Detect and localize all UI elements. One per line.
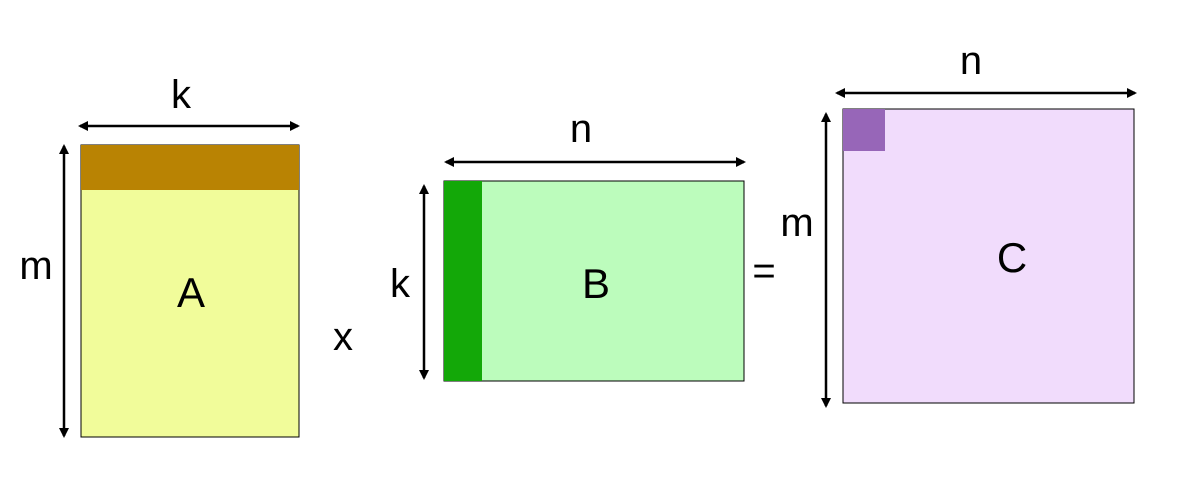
matrix-b: B n k (390, 107, 746, 382)
matrix-a-label: A (177, 269, 205, 316)
matrix-a: A k m (19, 73, 300, 438)
matrix-a-row-highlight (81, 145, 299, 190)
matrix-c-width-label: n (960, 39, 982, 83)
matrix-c-cell-highlight (843, 109, 885, 151)
matrix-c: C n m (780, 39, 1137, 408)
matrix-a-height-label: m (19, 244, 52, 288)
matrix-c-body (842, 108, 1135, 404)
matrix-b-height-label: k (390, 262, 411, 306)
matrix-a-body (80, 144, 300, 438)
matrix-b-width-label: n (570, 107, 592, 151)
equals-operator: = (752, 249, 775, 293)
matrix-b-column-highlight (444, 181, 482, 381)
matrix-c-height-label: m (780, 201, 813, 245)
matrix-b-body (443, 180, 745, 382)
matrix-a-width-label: k (171, 73, 192, 117)
matrix-c-label: C (997, 234, 1027, 281)
matrix-b-label: B (582, 260, 610, 307)
multiply-operator: x (333, 315, 353, 359)
